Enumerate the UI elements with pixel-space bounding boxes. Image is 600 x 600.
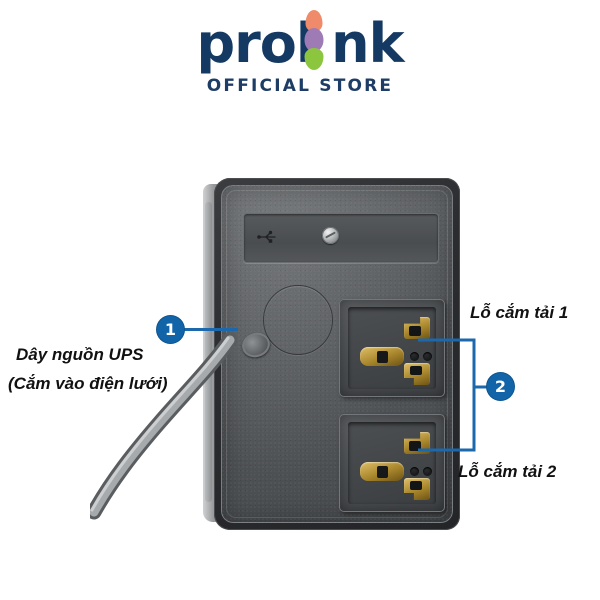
outlet-2-contact-bottom-icon	[404, 478, 430, 500]
label-power-cord-subtitle: (Cắm vào điện lưới)	[8, 374, 168, 393]
panel-screw-icon	[322, 227, 339, 244]
outlet-2-pinhole-b	[423, 467, 432, 476]
device-top-panel	[243, 213, 439, 263]
device-shell	[214, 178, 460, 530]
logo-dot-orange-icon	[305, 10, 323, 32]
outlet-1-contact-live-icon	[360, 347, 404, 366]
callout-1-leader-line	[183, 328, 238, 331]
outlet-socket-2	[339, 414, 445, 512]
callout-2-bracket	[418, 338, 494, 452]
outlet-1-well	[348, 307, 436, 389]
power-cord	[90, 332, 238, 520]
logo-text-left: prol	[196, 12, 314, 75]
logo-dot-purple-icon	[304, 28, 324, 52]
logo-tagline: OFFICIAL STORE	[206, 76, 394, 96]
outlet-2-contact-live-icon	[360, 462, 404, 481]
outlet-1-pinhole-a	[410, 352, 419, 361]
logo-wordmark: prol nk	[196, 10, 405, 75]
callout-badge-2[interactable]: 2	[487, 373, 514, 400]
outlet-socket-1	[339, 299, 445, 397]
device-emboss-circle	[263, 285, 333, 355]
ups-device	[203, 178, 460, 530]
callout-badge-1[interactable]: 1	[157, 316, 184, 343]
device-rear-face	[221, 185, 453, 523]
brand-logo: prol nk OFFICIAL STORE	[0, 10, 600, 96]
label-load-socket-1: Lỗ cắm tải 1	[470, 303, 569, 322]
label-power-cord-title: Dây nguồn UPS	[16, 345, 144, 364]
logo-dots-group	[304, 10, 324, 72]
label-load-socket-2: Lỗ cắm tải 2	[458, 462, 557, 481]
outlet-1-pinhole-b	[423, 352, 432, 361]
outlet-2-pinhole-a	[410, 467, 419, 476]
logo-dot-green-icon	[304, 48, 324, 70]
usb-icon	[256, 230, 278, 244]
outlet-2-well	[348, 422, 436, 504]
logo-text-right: nk	[331, 12, 404, 75]
